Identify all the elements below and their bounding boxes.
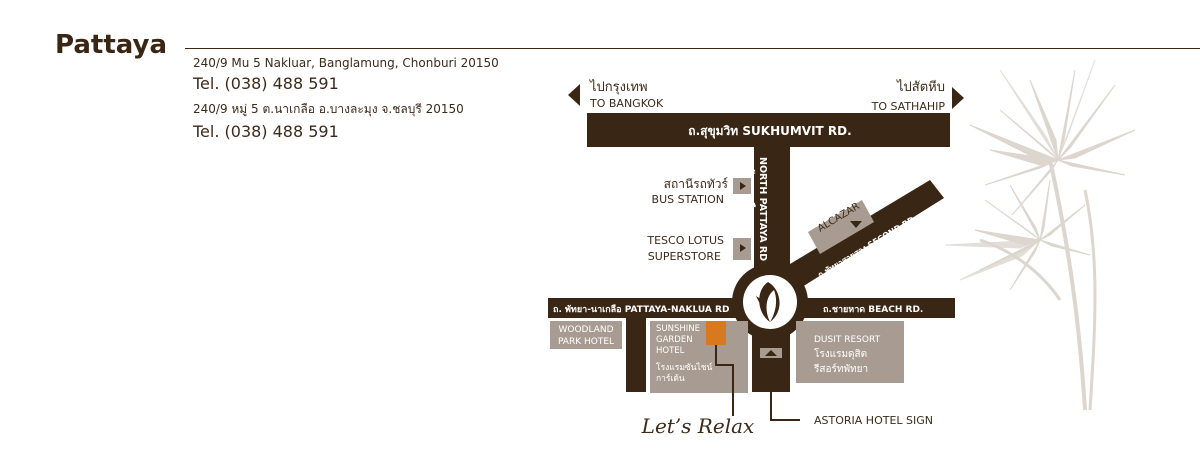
woodland-line1: WOODLAND [558,325,613,335]
arrow-left-icon [568,84,580,106]
woodland-side-road [626,318,646,392]
dolphin-statue-icon [756,282,780,322]
sunshine-th-line1: โรงแรมซันไชน์ [656,362,713,373]
second-road [780,180,944,292]
city-title: Pattaya [55,30,167,60]
sunshine-line1: SUNSHINE [656,324,700,334]
sunshine-line3: HOTEL [656,346,685,356]
sunshine-line2: GARDEN [656,335,693,345]
address-en: 240/9 Mu 5 Nakluar, Banglamung, Chonburi… [193,56,499,70]
north-pattaya-en: NORTH PATTAYA RD [757,157,768,261]
bus-station-arrow-icon [740,182,746,190]
telephone-1: Tel. (038) 488 591 [193,74,339,93]
astoria-arrow-icon [765,350,777,356]
tesco-lotus-line1: TESCO LOTUS [646,234,724,247]
pattaya-naklua-label: ถ. พัทยา-นาเกลือ PATTAYA-NAKLUA RD [553,303,729,315]
to-sathahip-en: TO SATHAHIP [871,100,946,113]
hotel-location-marker [706,321,726,345]
bus-station-th: สถานีรถทัวร์ [664,177,729,191]
flower-illustration [944,59,1136,411]
telephone-2: Tel. (038) 488 591 [193,122,339,141]
astoria-label: ASTORIA HOTEL SIGN [814,414,933,427]
pattaya-naklua-road [548,298,773,318]
alcazar-building [808,200,874,254]
dusit-line1: DUSIT RESORT [814,335,881,345]
to-bangkok-th: ไปกรุงเทพ [589,79,648,95]
astoria-pointer-line [770,360,800,421]
woodland-line2: PARK HOTEL [558,337,614,347]
sunshine-garden-hotel [650,321,748,393]
dusit-th-line1: โรงแรมดุสิต [814,347,867,360]
sukhumvit-label: ถ.สุขุมวิท SUKHUMVIT RD. [688,124,851,139]
tesco-lotus-arrow-icon [740,244,746,252]
arrow-right-icon [952,87,964,109]
dusit-th-line2: รีสอร์ทพัทยา [813,363,868,375]
dusit-resort [796,321,904,383]
bus-station-en: BUS STATION [652,193,724,206]
to-bangkok-en: TO BANGKOK [589,97,664,110]
address-th: 240/9 หมู่ 5 ต.นาเกลือ อ.บางละมุง จ.ชลบุ… [193,102,464,116]
to-sathahip-th: ไปสัตหีบ [896,79,945,95]
header-rule [185,48,1200,49]
sunshine-th-line2: การ์เด้น [656,373,685,384]
beach-road-label: ถ.ชายหาด BEACH RD. [823,305,923,315]
woodland-park-hotel [550,321,622,349]
beach-road [773,298,955,318]
hotel-pointer-line [715,345,734,416]
alcazar-arrow-icon [850,221,862,228]
roundabout-center [743,275,797,329]
slogan: Let’s Relax [641,414,755,438]
tesco-lotus-line2: SUPERSTORE [648,250,721,263]
